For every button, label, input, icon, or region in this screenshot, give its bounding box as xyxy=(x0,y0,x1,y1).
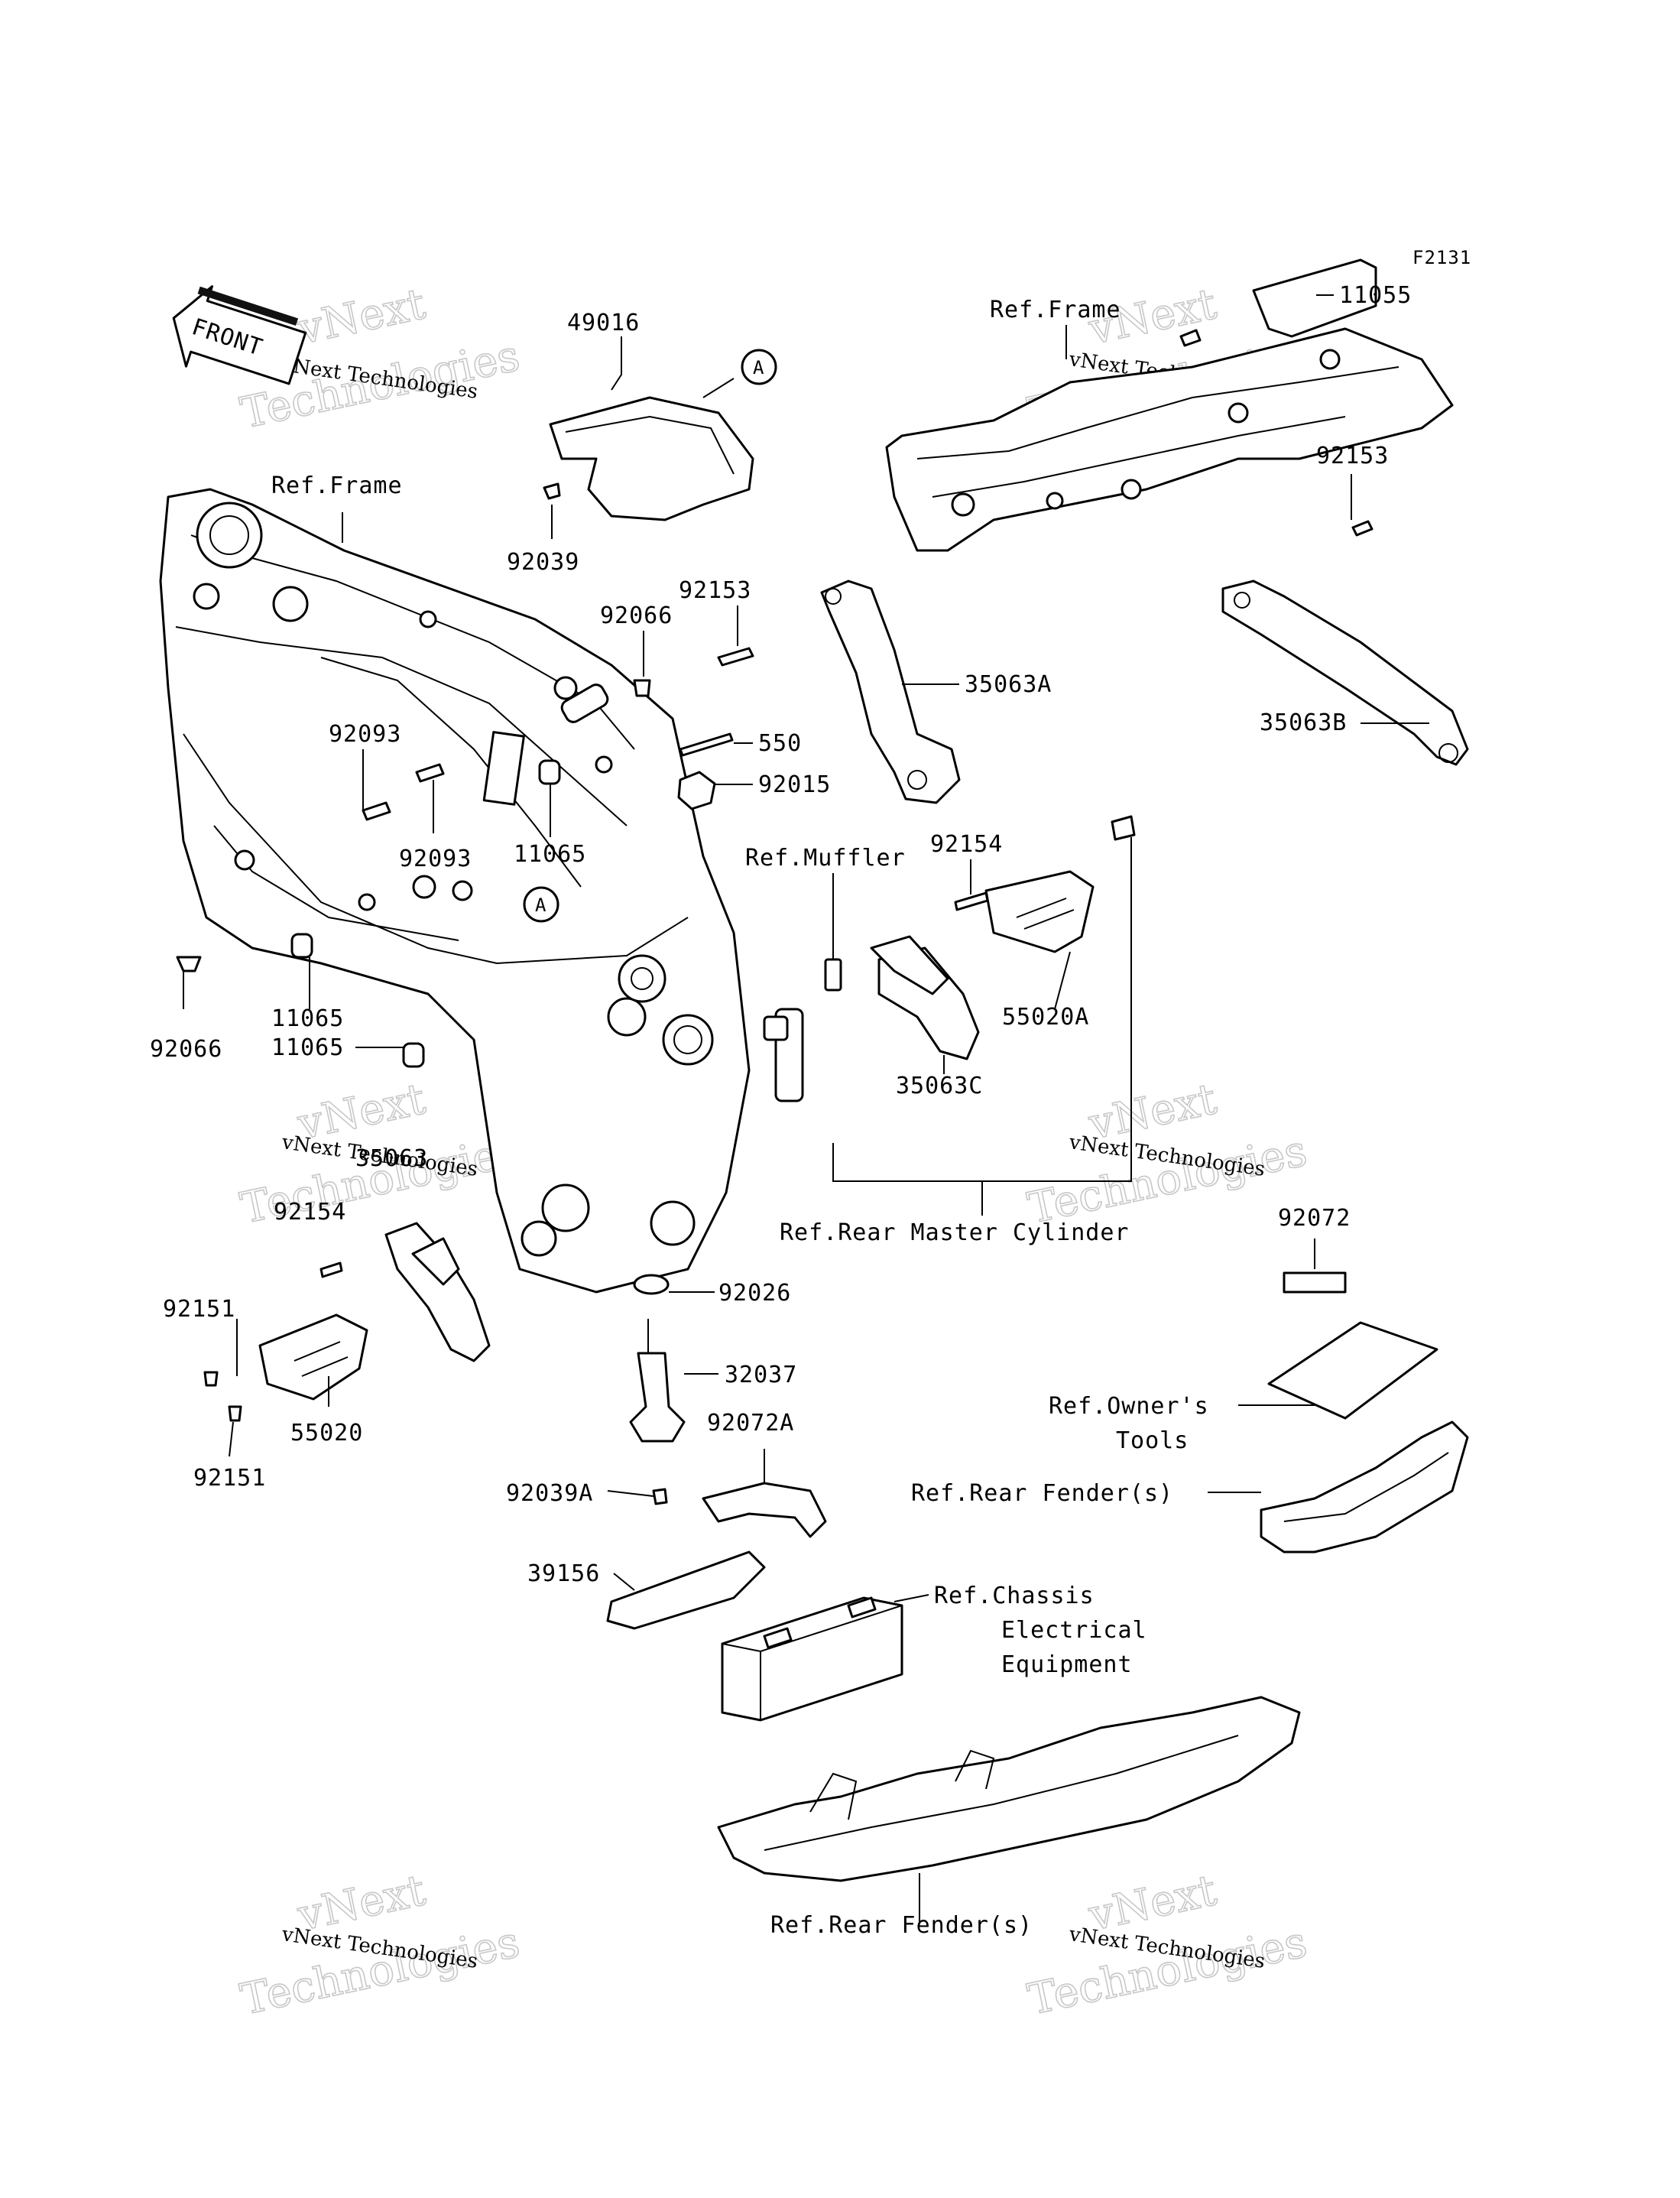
label-92093-b: 92093 xyxy=(399,846,472,872)
label-ref-rear-fender-bottom: Ref.Rear Fender(s) xyxy=(770,1912,1033,1939)
callout-a-top: A xyxy=(741,349,777,385)
rivet-92093-b xyxy=(415,763,445,783)
rivet-92093-a xyxy=(362,801,391,821)
rear-fender-right-drawing xyxy=(1260,1420,1469,1554)
label-92093-a: 92093 xyxy=(329,721,401,748)
label-ref-owners-tools-1: Ref.Owner's xyxy=(1049,1393,1209,1420)
svg-text:A: A xyxy=(753,357,764,378)
svg-text:Technologies: Technologies xyxy=(1023,1917,1311,2025)
label-ref-chassis-2: Electrical xyxy=(1001,1617,1147,1644)
label-ref-muffler: Ref.Muffler xyxy=(745,845,906,872)
master-cylinder-drawing xyxy=(763,958,842,1102)
label-92026: 92026 xyxy=(718,1280,791,1307)
front-arrow-icon: FRONT xyxy=(172,285,307,385)
svg-text:Technologies: Technologies xyxy=(236,1917,524,2025)
bolt-92154-left xyxy=(319,1261,343,1278)
label-92154-left: 92154 xyxy=(274,1199,346,1226)
label-11055: 11055 xyxy=(1339,282,1412,309)
pin-550 xyxy=(679,732,734,757)
screw-92151-b xyxy=(228,1405,242,1422)
battery-drawing xyxy=(721,1596,903,1722)
collar-11065-c xyxy=(402,1042,425,1068)
label-92151-b: 92151 xyxy=(193,1465,266,1492)
bolt-92154-right xyxy=(954,891,989,911)
label-92154-right: 92154 xyxy=(930,831,1003,858)
owners-tools-drawing xyxy=(1267,1321,1438,1420)
label-11065-c: 11065 xyxy=(271,1034,344,1061)
label-11065-a: 11065 xyxy=(514,841,586,868)
plate-55020 xyxy=(258,1313,368,1401)
label-11065-b: 11065 xyxy=(271,1005,344,1032)
bolt-92153-right xyxy=(1351,520,1374,537)
label-92151-a: 92151 xyxy=(163,1296,235,1323)
svg-text:A: A xyxy=(535,894,546,916)
part-labels: 11055 Ref.Frame 49016 Ref.Frame 92039 92… xyxy=(150,282,1412,1939)
screw-92039a xyxy=(652,1488,668,1505)
label-92039a: 92039A xyxy=(506,1480,593,1507)
bolt-top-right xyxy=(1111,815,1136,841)
label-92066-left: 92066 xyxy=(150,1036,222,1063)
label-92153-right: 92153 xyxy=(1316,443,1389,469)
label-32037: 32037 xyxy=(725,1362,797,1388)
collar-11065-b xyxy=(290,933,313,959)
label-35063b: 35063B xyxy=(1260,709,1347,736)
leader-lines xyxy=(183,294,1429,1923)
washer-92026 xyxy=(633,1274,670,1295)
label-49016: 49016 xyxy=(567,310,640,336)
label-92039: 92039 xyxy=(507,549,579,576)
label-ref-chassis-3: Equipment xyxy=(1001,1651,1133,1678)
bracket-35063a xyxy=(820,580,961,804)
bolt-92153-left xyxy=(717,647,754,667)
rear-fender-bottom-drawing xyxy=(717,1696,1301,1882)
label-ref-owners-tools-2: Tools xyxy=(1116,1427,1189,1454)
screw-92039 xyxy=(543,482,561,500)
plate-55020a xyxy=(984,870,1095,953)
label-55020: 55020 xyxy=(290,1420,363,1446)
screw-92151-a xyxy=(203,1371,219,1387)
label-ref-frame-top: Ref.Frame xyxy=(990,297,1121,323)
screw-92066-left xyxy=(176,956,202,972)
strap-92072 xyxy=(1283,1271,1347,1294)
bracket-35063b xyxy=(1221,580,1469,766)
cover-49016 xyxy=(549,396,754,521)
strap-92072a xyxy=(702,1482,827,1538)
label-ref-frame-left: Ref.Frame xyxy=(271,472,403,499)
sub-frame-drawing xyxy=(885,258,1454,552)
label-92072a: 92072A xyxy=(707,1410,794,1437)
label-92072: 92072 xyxy=(1278,1205,1351,1232)
plate-39156 xyxy=(606,1550,766,1630)
label-35063: 35063 xyxy=(355,1145,428,1172)
watermark-mid-right: vNext Technologies vNext Technologies xyxy=(1023,1073,1312,1234)
label-55020a: 55020A xyxy=(1002,1004,1089,1031)
label-39156: 39156 xyxy=(527,1560,600,1587)
svg-text:vNext: vNext xyxy=(293,279,430,355)
diagram-id: F2131 xyxy=(1412,247,1471,268)
watermark-bottom-right: vNext Technologies vNext Technologies xyxy=(1023,1865,1312,2025)
bolt-32037 xyxy=(629,1352,686,1443)
label-92015: 92015 xyxy=(758,771,831,798)
main-frame-drawing xyxy=(159,488,751,1294)
screw-92066-top xyxy=(633,679,651,697)
nut-92015 xyxy=(677,771,716,810)
label-550: 550 xyxy=(758,730,802,757)
label-ref-chassis-1: Ref.Chassis xyxy=(934,1583,1095,1609)
svg-text:Technologies: Technologies xyxy=(1023,1126,1311,1234)
watermark-bottom-left: vNext Technologies vNext Technologies xyxy=(236,1865,525,2025)
label-92153-left: 92153 xyxy=(679,577,751,604)
label-ref-rear-master-cylinder: Ref.Rear Master Cylinder xyxy=(780,1219,1129,1246)
label-35063a: 35063A xyxy=(965,671,1052,698)
collar-11065-a xyxy=(538,759,561,785)
label-ref-rear-fender-right: Ref.Rear Fender(s) xyxy=(911,1480,1173,1507)
callout-a-frame: A xyxy=(523,886,559,923)
label-92066-top: 92066 xyxy=(600,602,673,629)
label-35063c: 35063C xyxy=(896,1073,983,1099)
